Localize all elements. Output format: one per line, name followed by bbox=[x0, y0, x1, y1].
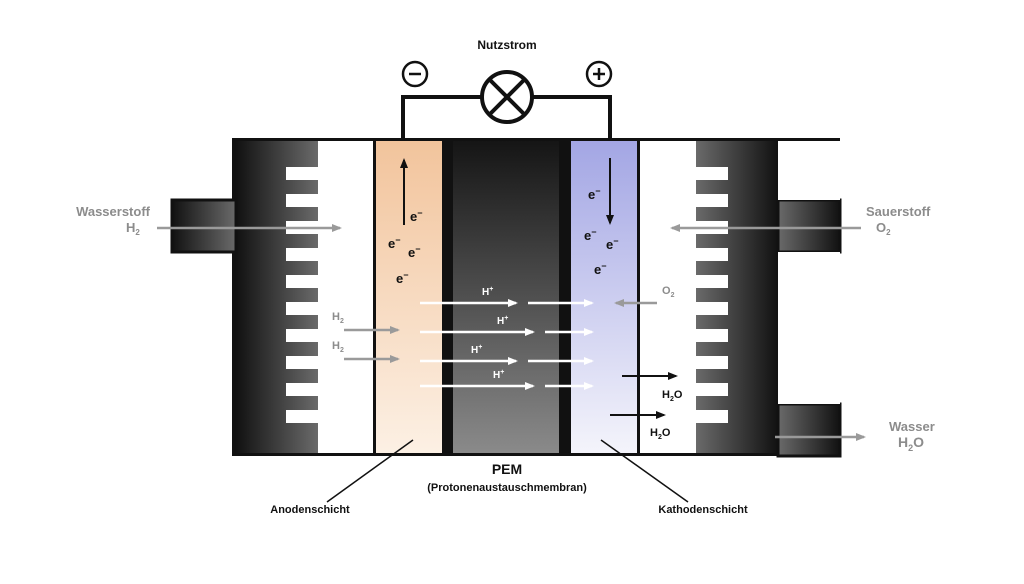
pem-title: PEM bbox=[492, 461, 522, 477]
water-output-label: Wasser bbox=[889, 419, 935, 434]
cathode-callout-line bbox=[600, 439, 689, 503]
svg-text:H+: H+ bbox=[493, 369, 504, 381]
svg-text:H+: H+ bbox=[497, 315, 508, 327]
hydrogen-input-label: Wasserstoff bbox=[76, 204, 151, 219]
hydrogen-small-labels: H2 H2 bbox=[332, 311, 344, 354]
circuit-label: Nutzstrom bbox=[477, 38, 536, 52]
water-arrows bbox=[610, 372, 678, 419]
hydrogen-inlet-pipe bbox=[170, 198, 238, 254]
proton-labels: H+ H+ H+ H+ bbox=[471, 286, 508, 381]
anode-end-plate bbox=[236, 141, 318, 453]
oxygen-small-label: O2 bbox=[662, 285, 675, 299]
water-outlet-pipe bbox=[776, 402, 842, 458]
proton-arrows bbox=[420, 299, 594, 390]
svg-text:H2O: H2O bbox=[662, 389, 683, 403]
svg-text:e−: e− bbox=[396, 270, 409, 286]
anode-layer bbox=[376, 141, 442, 453]
svg-text:e−: e− bbox=[410, 208, 423, 224]
pem-membrane bbox=[453, 141, 559, 453]
hydrogen-input-formula: H2 bbox=[126, 220, 140, 237]
anode-gas-channel bbox=[318, 141, 373, 453]
hydrogen-arrows bbox=[157, 224, 400, 363]
cathode-electrons: e− e− e− e− bbox=[584, 186, 619, 277]
minus-terminal-icon bbox=[401, 60, 429, 88]
svg-text:e−: e− bbox=[594, 261, 607, 277]
pem-subtitle: (Protonenaustauschmembran) bbox=[427, 482, 587, 494]
svg-text:H2: H2 bbox=[332, 340, 344, 354]
oxygen-inlet-pipe bbox=[776, 198, 842, 254]
svg-text:e−: e− bbox=[584, 227, 597, 243]
svg-text:H+: H+ bbox=[471, 344, 482, 356]
anode-electrons: e− e− e− e− bbox=[388, 208, 423, 286]
svg-text:e−: e− bbox=[388, 235, 401, 251]
water-output-formula: H2O bbox=[898, 434, 924, 453]
oxygen-input-label: Sauerstoff bbox=[866, 204, 931, 219]
cathode-gas-channel bbox=[640, 141, 696, 453]
svg-text:H2O: H2O bbox=[650, 427, 671, 441]
cathode-end-plate bbox=[696, 141, 778, 453]
cathode-callout-label: Kathodenschicht bbox=[658, 504, 748, 516]
svg-text:e−: e− bbox=[588, 186, 601, 202]
anode-callout-line bbox=[326, 439, 414, 503]
svg-text:H2: H2 bbox=[332, 311, 344, 325]
water-small-labels: H2O H2O bbox=[650, 389, 683, 441]
plus-terminal-icon bbox=[585, 60, 613, 88]
lamp-icon bbox=[480, 70, 534, 124]
svg-text:H+: H+ bbox=[482, 286, 493, 298]
svg-text:e−: e− bbox=[408, 244, 421, 260]
oxygen-input-formula: O2 bbox=[876, 220, 891, 237]
anode-callout-label: Anodenschicht bbox=[270, 504, 350, 516]
oxygen-arrows bbox=[614, 224, 861, 307]
cathode-layer bbox=[571, 141, 637, 453]
cathode-flow-field-teeth bbox=[696, 167, 728, 423]
svg-text:e−: e− bbox=[606, 236, 619, 252]
anode-flow-field-teeth bbox=[286, 167, 318, 423]
